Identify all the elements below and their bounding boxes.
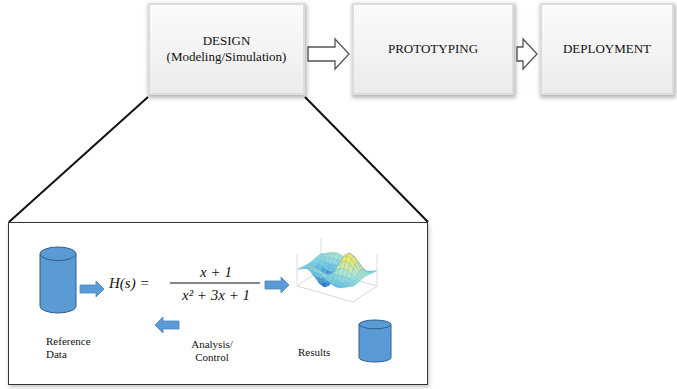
surface-patch: [317, 270, 323, 274]
process-box: PROTOTYPING: [352, 3, 514, 95]
cylinder-shape: [39, 246, 77, 314]
surface-patch: [349, 285, 355, 287]
equation-text: x² + 3x + 1: [167, 286, 265, 304]
plot-axis: [377, 254, 378, 286]
surface-patch: [321, 273, 327, 278]
cylinder-top: [40, 247, 76, 261]
caption-label: Analysis/ Control: [184, 338, 240, 364]
box-label: DESIGN (Modeling/Simulation): [160, 33, 293, 65]
cylinder-body: [40, 254, 76, 313]
block-arrow: [308, 39, 349, 69]
database-cylinder: Results: [294, 315, 396, 369]
box-label: DEPLOYMENT: [563, 41, 651, 57]
equation-text: H(s) =: [109, 274, 169, 292]
surface-patch: [351, 283, 357, 285]
equation-text: x + 1: [171, 263, 261, 281]
process-box: DEPLOYMENT: [540, 3, 674, 95]
cylinder-body: [359, 324, 391, 362]
feedback-arrow: [155, 317, 179, 333]
fraction-bar: [170, 283, 260, 284]
block-arrow: [517, 39, 537, 69]
zoom-line: [9, 97, 148, 222]
plot-axes: [297, 270, 377, 302]
process-box: DESIGN (Modeling/Simulation): [148, 3, 305, 95]
caption-label: Results: [298, 346, 354, 359]
flow-arrow: [80, 281, 104, 297]
surface-patch: [316, 270, 322, 274]
database-cylinder: Reference Data: [37, 243, 109, 373]
caption-label: Reference Data: [46, 335, 104, 361]
detail-panel: Analysis/ Control Reference Data Results H(…: [8, 222, 428, 385]
zoom-line: [305, 97, 428, 222]
cylinder-top: [359, 320, 391, 329]
cylinder-shape: [358, 319, 392, 363]
flow-arrow: [265, 277, 289, 293]
surface-plot: [297, 238, 377, 302]
plot-axis: [297, 254, 298, 286]
box-label: PROTOTYPING: [388, 41, 478, 57]
